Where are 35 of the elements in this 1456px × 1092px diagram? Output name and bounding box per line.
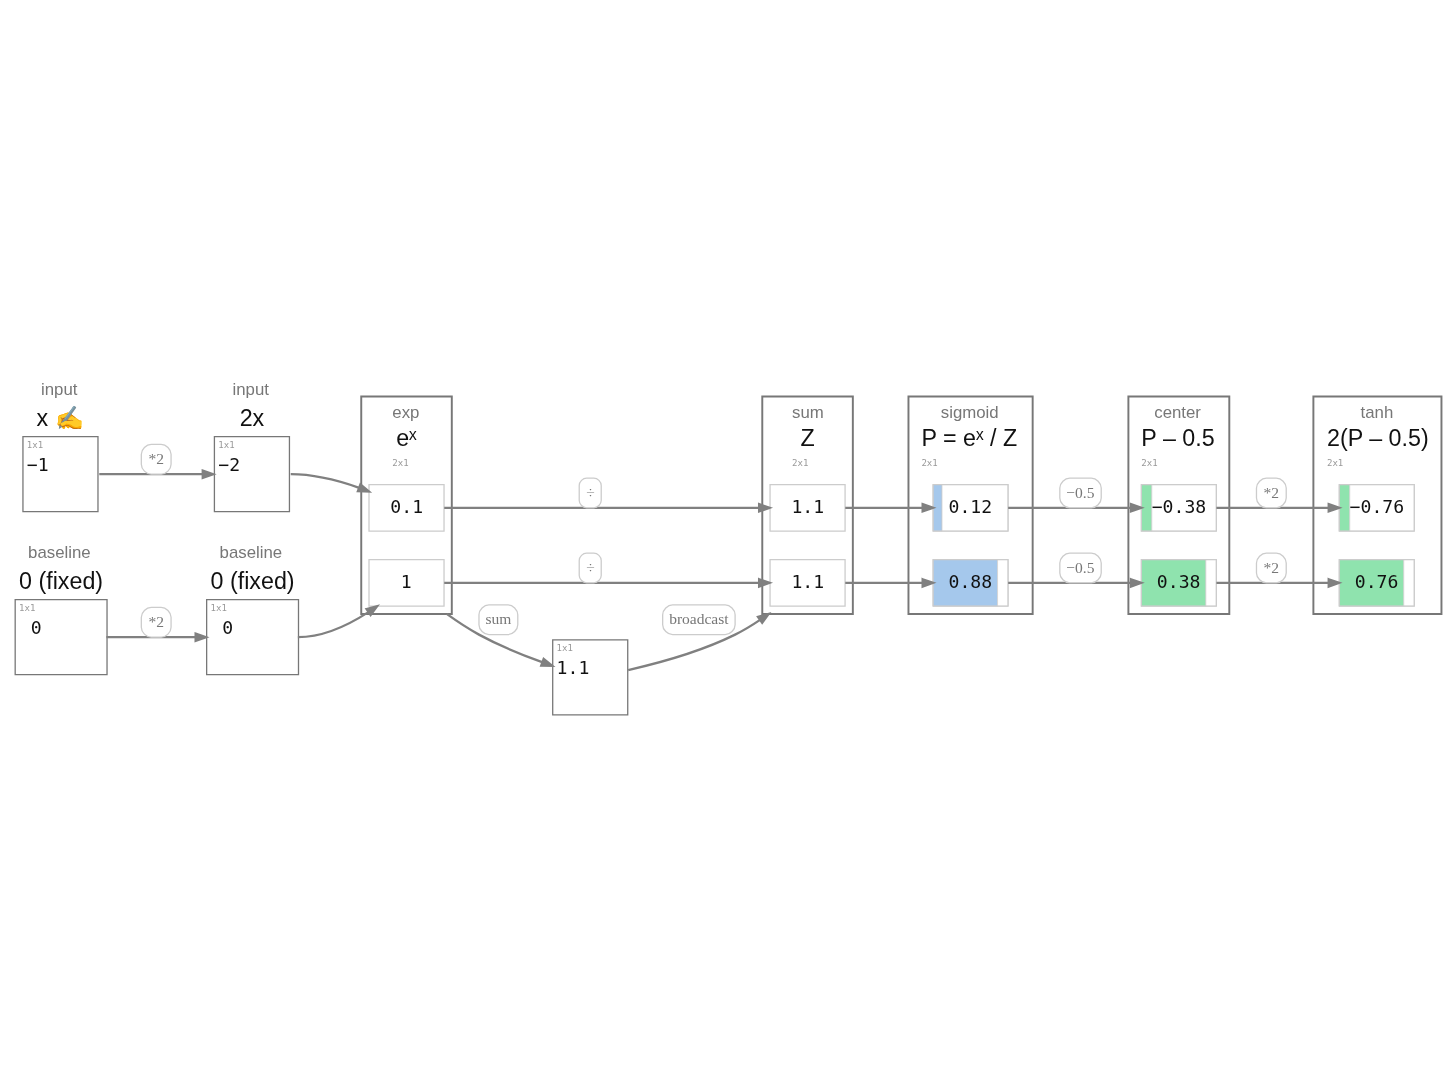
- edge-label: *2: [1263, 558, 1280, 576]
- node-label: 0 (fixed): [19, 567, 104, 594]
- edge-label: broadcast: [669, 610, 729, 628]
- edge-label: *2: [148, 449, 164, 467]
- edge-label: −0.5: [1066, 558, 1095, 576]
- edge-label: ÷: [586, 558, 595, 576]
- arrow: [1008, 502, 1145, 514]
- arrow: [444, 502, 774, 514]
- edge-label: *2: [148, 612, 164, 630]
- arrow: [446, 612, 556, 667]
- node-label: input: [232, 379, 269, 399]
- arrow: [1216, 577, 1343, 589]
- node-label: baseline: [219, 542, 283, 562]
- edge-label: −0.5: [1066, 483, 1095, 501]
- arrow: [297, 604, 380, 639]
- node-box: 1.1: [769, 483, 846, 532]
- node-box: 0.1: [368, 483, 445, 532]
- node-label: 0 (fixed): [210, 567, 295, 594]
- arrow: [627, 611, 772, 672]
- arrow: [106, 631, 210, 643]
- node-label: x ✍: [36, 404, 84, 431]
- node-box: 1.1: [769, 558, 846, 607]
- arrow: [290, 473, 373, 493]
- arrow: [444, 577, 774, 589]
- edge-label: *2: [1263, 483, 1280, 501]
- arrow: [845, 502, 937, 514]
- edge-label: sum: [485, 610, 512, 628]
- arrow: [1216, 502, 1343, 514]
- arrow: [845, 577, 937, 589]
- arrow: [99, 468, 217, 480]
- node-label: baseline: [28, 542, 91, 562]
- node-box: 1: [368, 558, 445, 607]
- node-label: input: [41, 379, 78, 399]
- edge-label: ÷: [586, 483, 595, 501]
- node-label: 2x: [239, 404, 265, 431]
